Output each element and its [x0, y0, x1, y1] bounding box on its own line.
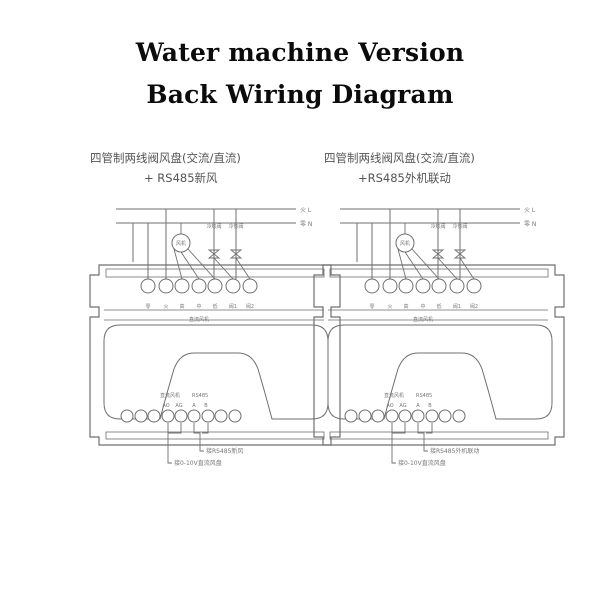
bottom-group-label-rs485: RS485 — [416, 393, 432, 399]
device-housing — [313, 264, 565, 446]
top-terminal-label: 火 — [387, 304, 392, 310]
top-terminal-label: 阀1 — [229, 303, 237, 310]
bottom-terminal-label: A — [416, 403, 420, 409]
bottom-terminal — [344, 409, 358, 423]
neutral-line-label: 零 N — [524, 221, 536, 228]
fan-motor-label: 风机 — [176, 240, 186, 247]
top-terminal — [207, 278, 223, 294]
bottom-terminal — [385, 409, 399, 423]
top-terminal — [415, 278, 431, 294]
bottom-terminal — [161, 409, 175, 423]
top-terminal — [449, 278, 465, 294]
bottom-terminal — [214, 409, 228, 423]
left-wiring-diagram: 火 L零 N零火高中低阀1阀2直流风机风机冷热阀冷热阀直流风机RS485AOAG… — [89, 207, 341, 467]
valve-icons — [431, 249, 467, 259]
top-terminal — [382, 278, 398, 294]
live-line-label: 火 L — [300, 207, 312, 214]
top-terminal-label: 火 — [163, 304, 168, 310]
top-terminal-label: 低 — [212, 303, 217, 310]
bottom-terminal — [120, 409, 134, 423]
live-line-label: 火 L — [524, 207, 536, 214]
dc-fan-callout-label: 接0-10V直流风盘 — [174, 459, 222, 467]
wire-fan-speeds — [173, 248, 216, 280]
wire-valves-to-terminals — [213, 257, 251, 280]
bottom-group-label-rs485: RS485 — [192, 393, 208, 399]
left-diagram-caption: 四管制两线阀风盘(交流/直流) — [90, 151, 241, 165]
top-terminal — [398, 278, 414, 294]
left-diagram-subcaption: + RS485新风 — [144, 171, 218, 185]
bottom-rail — [329, 431, 549, 440]
top-terminal-label: 零 — [369, 304, 374, 310]
bottom-terminal — [452, 409, 466, 423]
right-diagram-subcaption: +RS485外机联动 — [358, 171, 451, 185]
bottom-group-label-dcfan: 直流风机 — [384, 392, 404, 399]
wire-fan-speeds — [397, 248, 440, 280]
dc-fan-callout-lead — [167, 423, 182, 464]
top-terminal — [158, 278, 174, 294]
top-terminal-label: 零 — [145, 304, 150, 310]
bottom-terminal — [228, 409, 242, 423]
dc-fan-callout-label: 接0-10V直流风盘 — [398, 459, 446, 467]
top-terminal-label: 中 — [420, 303, 425, 310]
bottom-terminal — [147, 409, 161, 423]
top-terminal — [431, 278, 447, 294]
bottom-terminal — [438, 409, 452, 423]
top-terminal — [225, 278, 241, 294]
bottom-rail — [105, 431, 325, 440]
bottom-terminal — [187, 409, 201, 423]
page-title-line-2: Back Wiring Diagram — [146, 80, 454, 109]
bottom-terminal — [358, 409, 372, 423]
bottom-terminal — [174, 409, 188, 423]
top-terminal-label: 中 — [196, 303, 201, 310]
right-diagram-caption: 四管制两线阀风盘(交流/直流) — [324, 151, 475, 165]
neutral-line-label: 零 N — [300, 221, 312, 228]
bottom-terminal-label: B — [428, 403, 432, 409]
inner-bands — [328, 309, 548, 321]
top-terminal-label: 阀2 — [246, 303, 254, 310]
right-wiring-diagram: 火 L零 N零火高中低阀1阀2直流风机风机冷热阀冷热阀直流风机RS485AOAG… — [313, 207, 565, 467]
bottom-terminal-label: AO — [386, 403, 393, 409]
top-terminal — [466, 278, 482, 294]
inner-window — [103, 324, 329, 420]
wire-valves-to-terminals — [437, 257, 475, 280]
valve-icons — [207, 249, 243, 259]
inner-window — [327, 324, 553, 420]
top-terminal-label: 阀1 — [453, 303, 461, 310]
top-terminal-label: 阀2 — [470, 303, 478, 310]
bottom-terminal — [398, 409, 412, 423]
bottom-terminal-label: AG — [399, 403, 406, 409]
dc-fan-note: 直流风机 — [413, 316, 433, 323]
page-title-line-1: Water machine Version — [135, 38, 465, 67]
bottom-terminal — [201, 409, 215, 423]
dc-fan-note: 直流风机 — [189, 316, 209, 323]
top-rail — [105, 268, 325, 278]
bottom-terminal — [371, 409, 385, 423]
top-terminal — [174, 278, 190, 294]
bottom-group-label-dcfan: 直流风机 — [160, 392, 180, 399]
bottom-terminal — [425, 409, 439, 423]
top-rail — [329, 268, 549, 278]
bottom-terminal — [134, 409, 148, 423]
rs485-callout-label: 接RS485外机联动 — [430, 447, 479, 455]
top-terminal-label: 高 — [179, 303, 184, 310]
bottom-terminal-label: AO — [162, 403, 169, 409]
top-terminal — [140, 278, 156, 294]
rs485-callout-label: 接RS485新风 — [206, 447, 243, 455]
dc-fan-callout-lead — [391, 423, 406, 464]
top-terminal — [242, 278, 258, 294]
rs485-callout-lead — [193, 423, 209, 452]
bottom-terminal-label: A — [192, 403, 196, 409]
inner-bands — [104, 309, 324, 321]
top-terminal — [191, 278, 207, 294]
top-terminal-label: 低 — [436, 303, 441, 310]
fan-motor-label: 风机 — [400, 240, 410, 247]
rs485-callout-lead — [417, 423, 433, 452]
bottom-terminal-label: AG — [175, 403, 182, 409]
bottom-terminal — [411, 409, 425, 423]
top-terminal — [364, 278, 380, 294]
top-terminal-label: 高 — [403, 303, 408, 310]
bottom-terminal-label: B — [204, 403, 208, 409]
